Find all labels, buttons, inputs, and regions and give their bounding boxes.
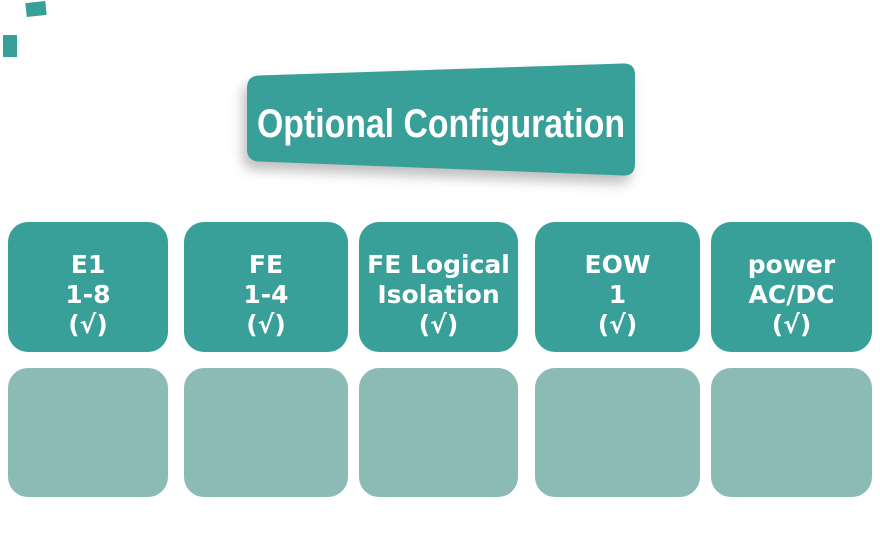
option-line: FE xyxy=(248,250,284,279)
option-line: 1 xyxy=(608,280,627,309)
option-box-eow: EOW 1 (√) xyxy=(535,222,700,352)
option-check: (√) xyxy=(771,310,812,339)
option-box-fe-logical-isolation: FE Logical Isolation (√) xyxy=(359,222,518,352)
placeholder-box-3 xyxy=(359,368,518,497)
option-line: EOW xyxy=(584,250,651,279)
placeholder-box-1 xyxy=(8,368,168,497)
option-box-fe: FE 1-4 (√) xyxy=(184,222,348,352)
option-box-power: power AC/DC (√) xyxy=(711,222,872,352)
option-line: AC/DC xyxy=(748,280,835,309)
option-line: power xyxy=(747,250,836,279)
option-line: 1-8 xyxy=(65,280,111,309)
option-line: E1 xyxy=(70,250,106,279)
option-line: 1-4 xyxy=(243,280,289,309)
placeholder-box-4 xyxy=(535,368,700,497)
banner-title: Optional Configuration xyxy=(257,102,625,146)
banner-shape xyxy=(247,63,635,176)
option-line: Isolation xyxy=(377,280,500,309)
option-box-e1: E1 1-8 (√) xyxy=(8,222,168,352)
option-check: (√) xyxy=(418,310,459,339)
banner: Optional Configuration xyxy=(247,63,635,176)
option-check: (√) xyxy=(246,310,286,339)
placeholder-box-5 xyxy=(711,368,872,497)
option-line: FE Logical xyxy=(367,250,510,279)
option-check: (√) xyxy=(597,310,638,339)
corner-accent-icon xyxy=(3,35,17,57)
placeholder-box-2 xyxy=(184,368,348,497)
option-check: (√) xyxy=(68,310,108,339)
